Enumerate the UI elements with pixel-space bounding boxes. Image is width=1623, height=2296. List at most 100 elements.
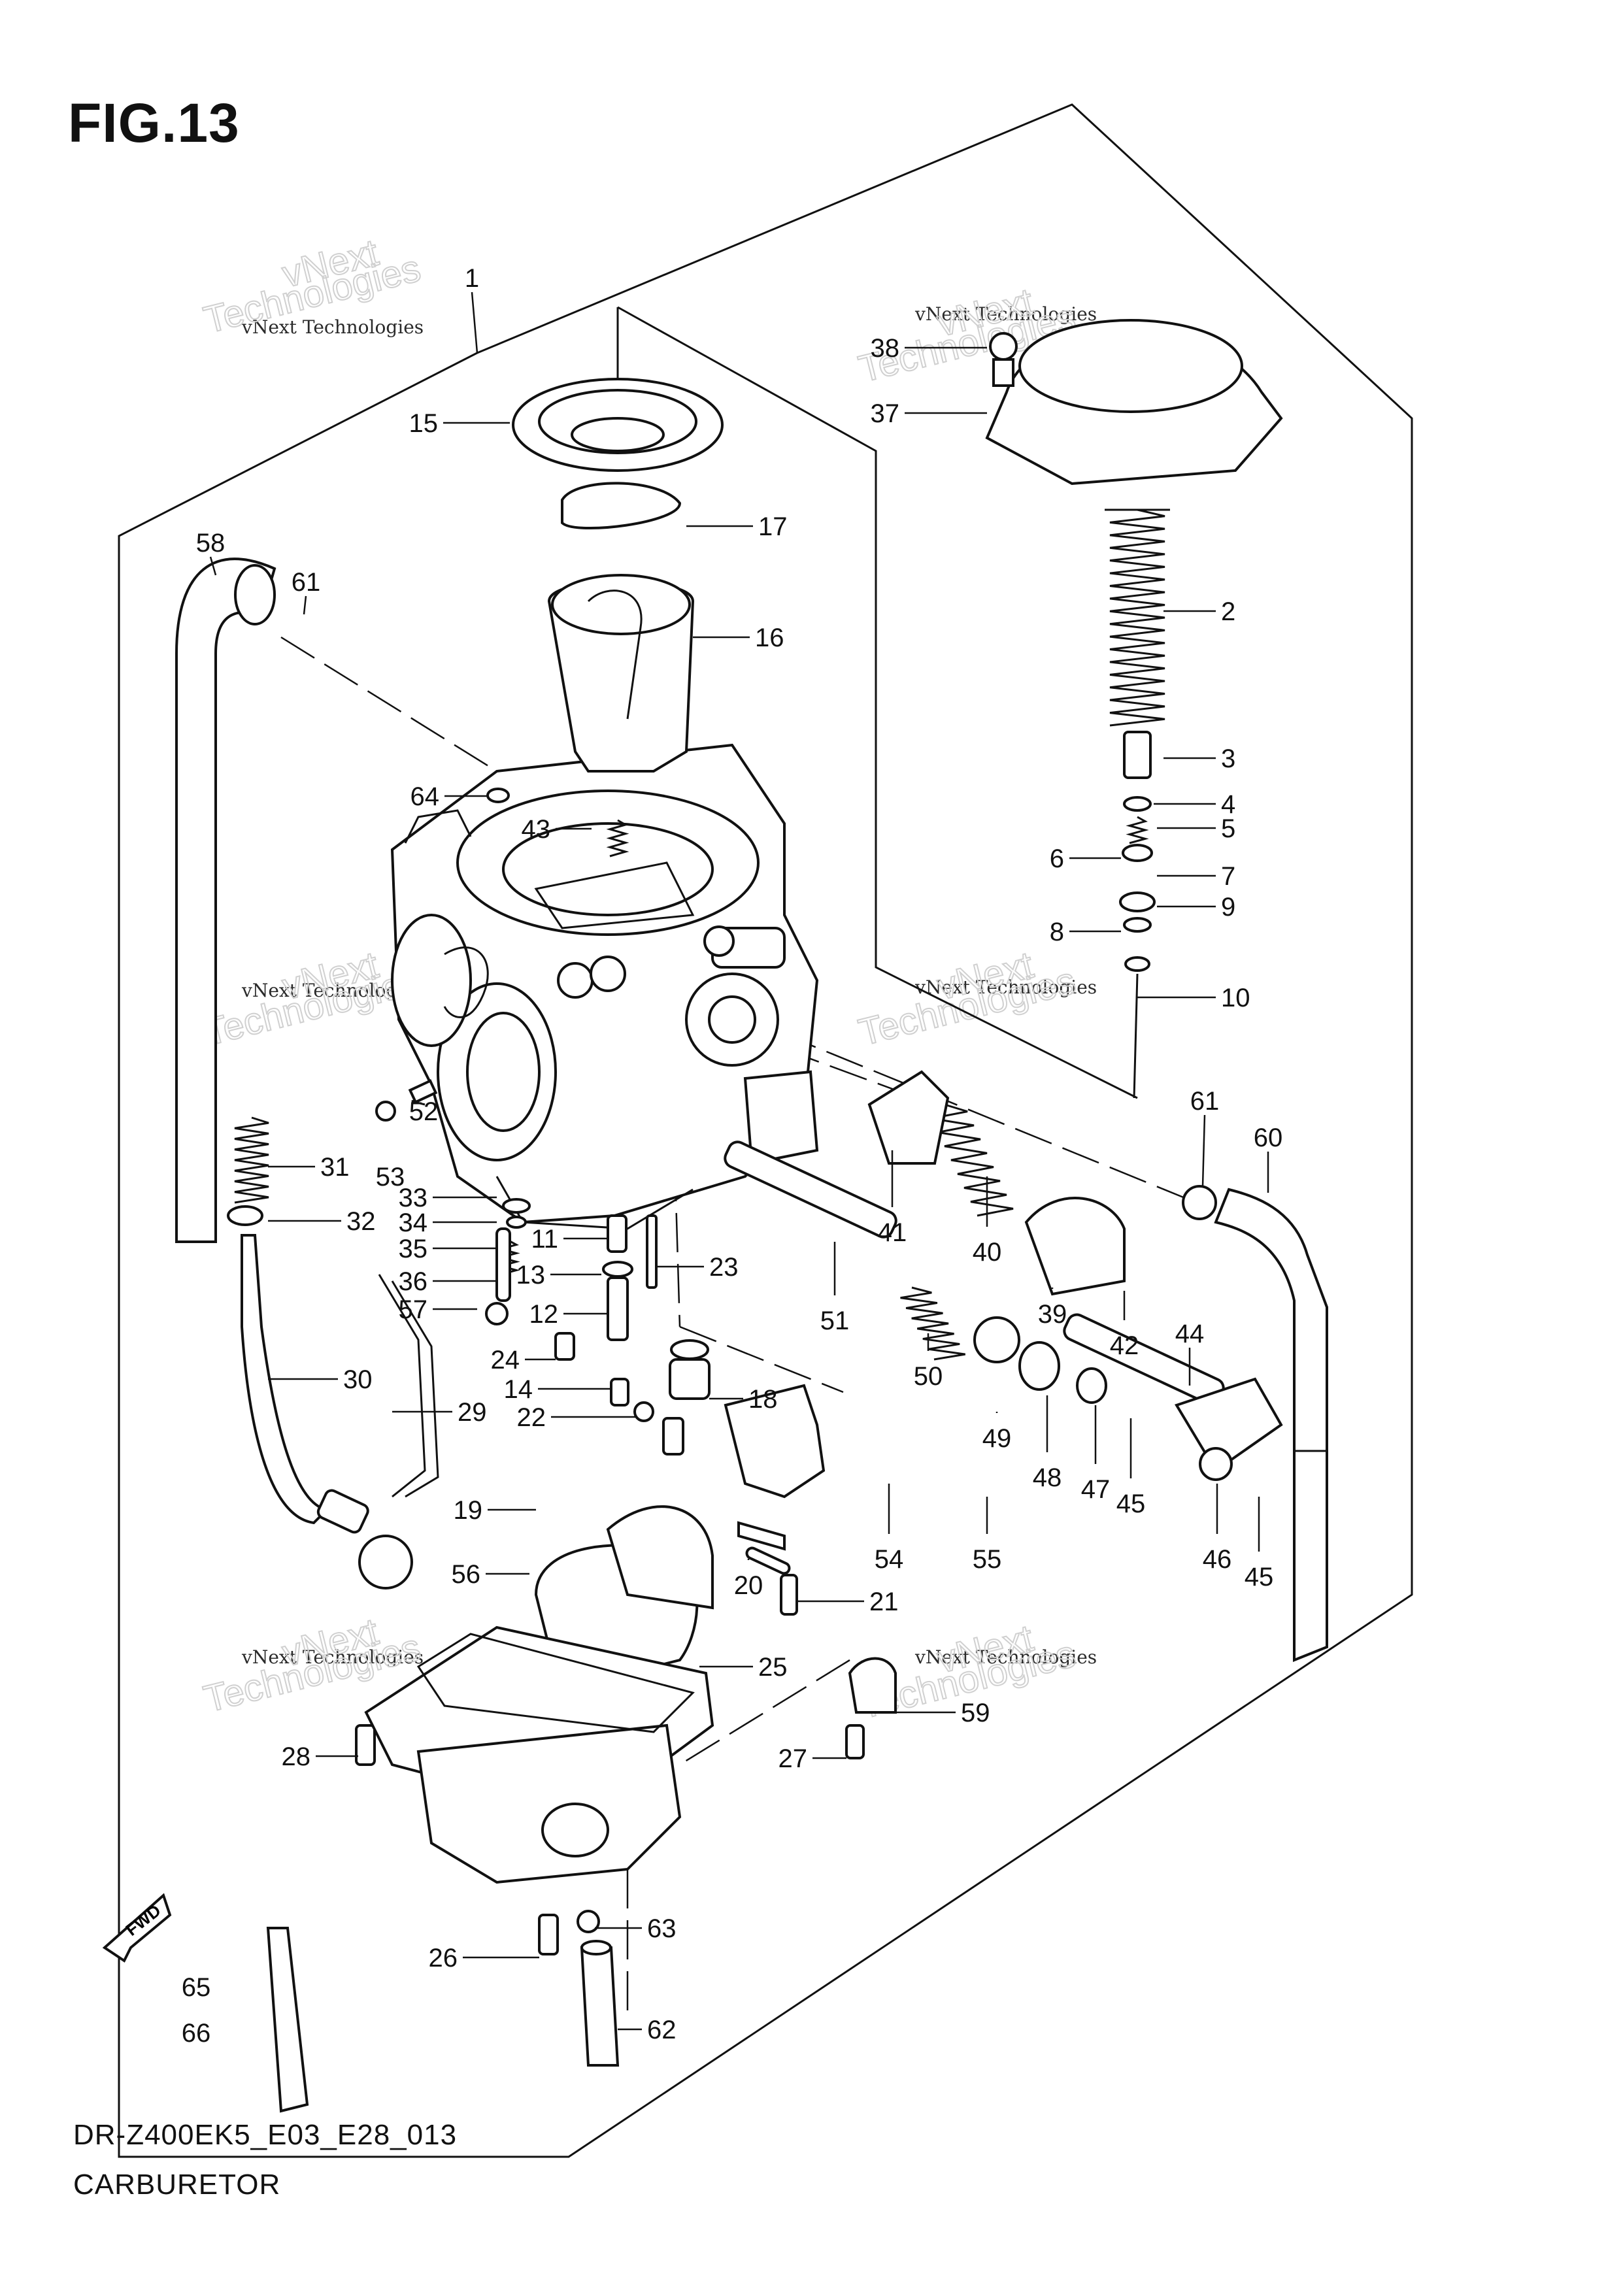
diaphragm-spring [1109, 508, 1165, 727]
callout-c61b: 61 [1190, 1087, 1220, 1116]
figure-title: FIG.13 [68, 92, 240, 154]
callout-c46: 46 [1203, 1545, 1232, 1574]
callout-c41: 41 [878, 1218, 907, 1247]
leader-c61a [303, 595, 307, 615]
idle-spring [606, 819, 629, 857]
callout-c52: 52 [409, 1097, 439, 1126]
callout-c55: 55 [973, 1545, 1002, 1574]
callout-c1: 1 [465, 264, 479, 293]
callout-labels: 1234567891011121314151617181920212223242… [182, 264, 1283, 2048]
pilot-spring [234, 1116, 269, 1204]
callout-c48: 48 [1033, 1463, 1062, 1492]
callout-c5: 5 [1221, 814, 1235, 843]
callout-c50: 50 [914, 1362, 943, 1391]
watermark-caption: vNext Technologies [241, 316, 424, 338]
callout-c35: 35 [399, 1235, 428, 1263]
callout-c10: 10 [1221, 984, 1250, 1012]
callout-c60: 60 [1254, 1123, 1283, 1152]
callout-c24: 24 [491, 1346, 520, 1374]
callout-c43: 43 [522, 815, 551, 844]
callout-c49: 49 [982, 1424, 1012, 1453]
callout-c62: 62 [647, 2016, 677, 2044]
callout-c11: 11 [531, 1225, 558, 1254]
callout-c18: 18 [748, 1385, 778, 1414]
callout-c23: 23 [709, 1253, 739, 1282]
assembly-frame [118, 103, 1413, 2158]
callout-c6: 6 [1050, 844, 1064, 873]
callout-c3: 3 [1221, 744, 1235, 773]
callout-c28: 28 [282, 1742, 311, 1771]
callout-c27: 27 [778, 1744, 808, 1773]
callout-c29: 29 [458, 1398, 487, 1427]
callout-c4: 4 [1221, 790, 1235, 819]
callout-c56: 56 [452, 1560, 481, 1589]
starter-spring [900, 1286, 965, 1361]
callout-c21: 21 [869, 1588, 899, 1616]
callout-c8: 8 [1050, 918, 1064, 946]
callout-c14: 14 [504, 1375, 533, 1404]
callout-c45a: 45 [1116, 1489, 1146, 1518]
watermark-caption: vNext Technologies [914, 303, 1097, 325]
callout-c58: 58 [196, 529, 226, 557]
callout-c57: 57 [399, 1295, 428, 1324]
leader-lines [209, 291, 1269, 2031]
callout-c31: 31 [320, 1153, 350, 1182]
callout-c42: 42 [1110, 1331, 1139, 1360]
watermark-caption: vNext Technologies [914, 976, 1097, 998]
callout-c17: 17 [758, 512, 788, 541]
callout-c45b: 45 [1245, 1563, 1274, 1591]
top-cover-assembly [985, 319, 1283, 511]
part-name: CARBURETOR [73, 2169, 281, 2201]
leader-c1 [471, 291, 478, 354]
needle-spring [1126, 816, 1149, 844]
inner-bracket-line [617, 306, 1138, 1099]
callout-c53: 53 [376, 1163, 405, 1191]
float-bowl [364, 1384, 897, 1884]
watermark-caption: vNext Technologies [241, 1646, 424, 1668]
fwd-arrow-icon: FWD [102, 1893, 172, 1963]
callout-c59: 59 [961, 1699, 990, 1727]
side-mechanisms [724, 1070, 1283, 1481]
callout-c25: 25 [758, 1653, 788, 1682]
callout-c51: 51 [820, 1306, 850, 1335]
callout-c12: 12 [529, 1300, 559, 1329]
callout-c2: 2 [1221, 597, 1235, 626]
callout-c32: 32 [346, 1207, 376, 1236]
choke-spring [931, 1103, 1014, 1217]
carburetor-body [390, 743, 819, 1230]
callout-c26: 26 [429, 1944, 458, 1972]
callout-c47: 47 [1081, 1475, 1111, 1504]
callout-c13: 13 [516, 1261, 546, 1289]
callout-c20: 20 [734, 1571, 763, 1600]
callout-c64: 64 [410, 782, 440, 811]
callout-c19: 19 [454, 1496, 483, 1525]
model-code: DR-Z400EK5_E03_E28_013 [73, 2119, 458, 2151]
callout-c16: 16 [755, 624, 784, 652]
throttle-slide-assembly [512, 378, 724, 773]
callout-c39: 39 [1038, 1300, 1067, 1329]
callout-c66: 66 [182, 2019, 211, 2048]
callout-c9: 9 [1221, 893, 1235, 922]
callout-c63: 63 [647, 1914, 677, 1943]
callout-c15: 15 [409, 409, 439, 438]
callout-c37: 37 [871, 399, 900, 428]
small-parts [227, 731, 1217, 1955]
callout-c22: 22 [517, 1403, 546, 1432]
callout-c40: 40 [973, 1238, 1002, 1267]
callout-c44: 44 [1175, 1320, 1205, 1348]
callout-c38: 38 [871, 334, 900, 363]
leader-c58 [209, 556, 217, 576]
callout-c54: 54 [875, 1545, 904, 1574]
callout-c7: 7 [1221, 862, 1235, 891]
watermark-caption: vNext Technologies [914, 1646, 1097, 1668]
callout-c65: 65 [182, 1973, 211, 2002]
hoses [175, 557, 1328, 1662]
callout-c33: 33 [399, 1184, 428, 1212]
callout-c30: 30 [343, 1365, 373, 1394]
leader-c61b [1201, 1114, 1206, 1187]
callout-c36: 36 [399, 1267, 428, 1296]
callout-c61a: 61 [292, 568, 321, 597]
bottom-small-parts [266, 1910, 620, 2113]
callout-c34: 34 [399, 1208, 428, 1237]
